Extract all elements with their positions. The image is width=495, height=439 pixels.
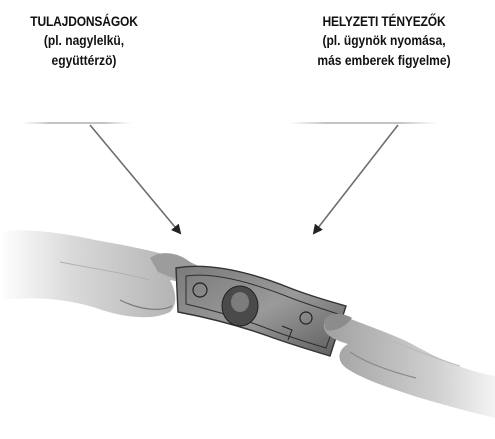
banknote-icon (176, 266, 346, 356)
smudge-line-right (288, 122, 438, 124)
smudge-line-left (22, 122, 132, 124)
right-hand-icon (324, 314, 495, 418)
arrow-traits (90, 125, 180, 233)
arrow-situational (314, 125, 398, 233)
